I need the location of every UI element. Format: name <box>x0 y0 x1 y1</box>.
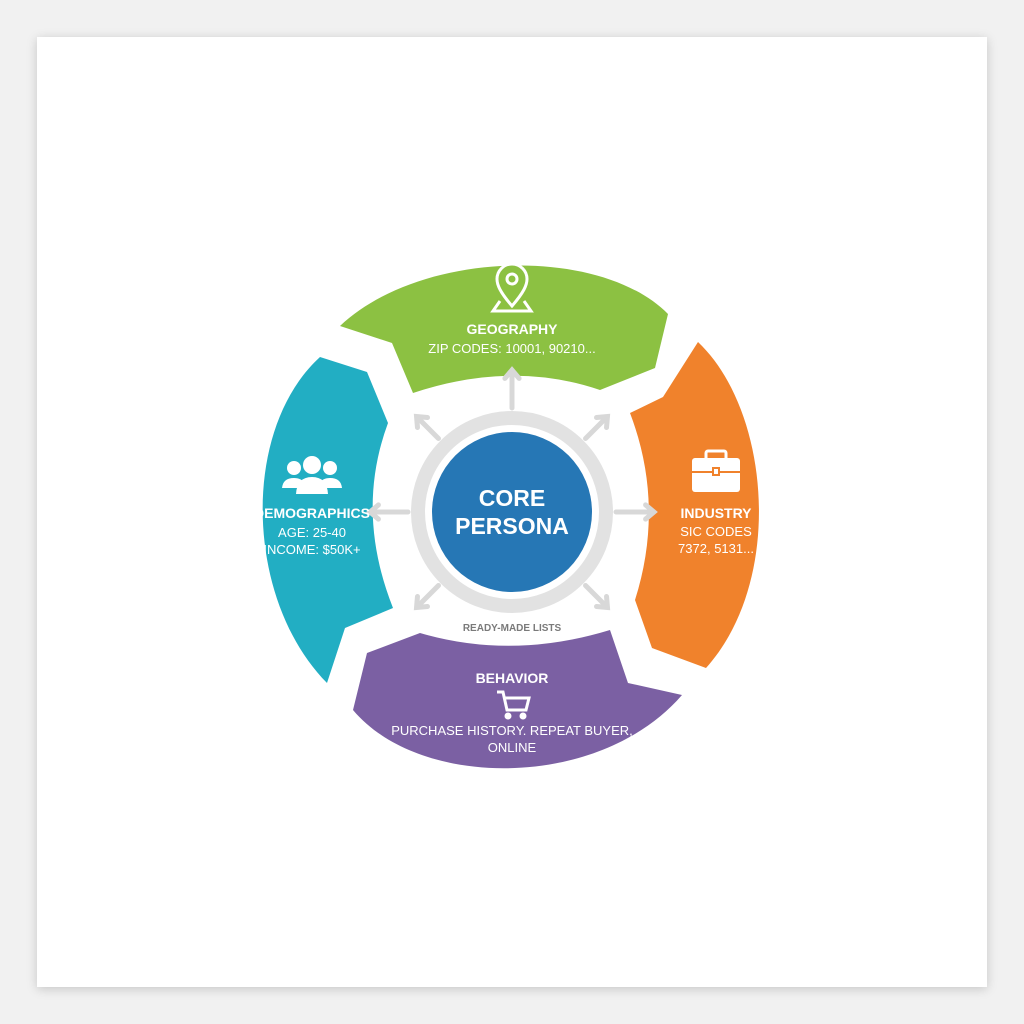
arrows <box>366 366 658 611</box>
segment-demographics <box>262 357 393 683</box>
segment-geography <box>340 265 668 393</box>
industry-detail-2: 7372, 5131... <box>678 541 754 556</box>
behavior-detail-2: ONLINE <box>488 740 537 755</box>
geography-title: GEOGRAPHY <box>466 321 558 337</box>
briefcase-icon <box>692 449 740 492</box>
industry-detail-1: SIC CODES <box>680 524 752 539</box>
arrow-up-left-icon <box>413 413 441 441</box>
arrow-left-icon <box>366 502 411 522</box>
arrow-down-right-icon <box>583 583 611 611</box>
shopping-cart-icon <box>497 690 531 720</box>
segment-industry <box>630 342 759 668</box>
core-title-line2: PERSONA <box>455 513 569 539</box>
industry-title: INDUSTRY <box>680 505 752 521</box>
demographics-detail-1: AGE: 25-40 <box>278 525 346 540</box>
behavior-title: BEHAVIOR <box>476 670 549 686</box>
core-persona-circle <box>432 432 592 592</box>
arrow-up-icon <box>502 366 522 411</box>
arrow-right-icon <box>613 502 658 522</box>
ready-made-lists-caption: READY-MADE LISTS <box>463 623 562 634</box>
demographics-detail-2: INCOME: $50K+ <box>263 542 360 557</box>
center-ring <box>411 411 613 613</box>
arrow-up-right-icon <box>583 413 611 441</box>
behavior-detail-1: PURCHASE HISTORY. REPEAT BUYER, <box>391 723 633 738</box>
geography-detail: ZIP CODES: 10001, 90210... <box>428 341 595 356</box>
map-pin-icon <box>490 262 534 313</box>
core-title-line1: CORE <box>479 485 545 511</box>
users-icon <box>282 456 342 494</box>
demographics-title: DEMOGRAPHICS <box>254 505 370 521</box>
arrow-down-left-icon <box>413 583 441 611</box>
